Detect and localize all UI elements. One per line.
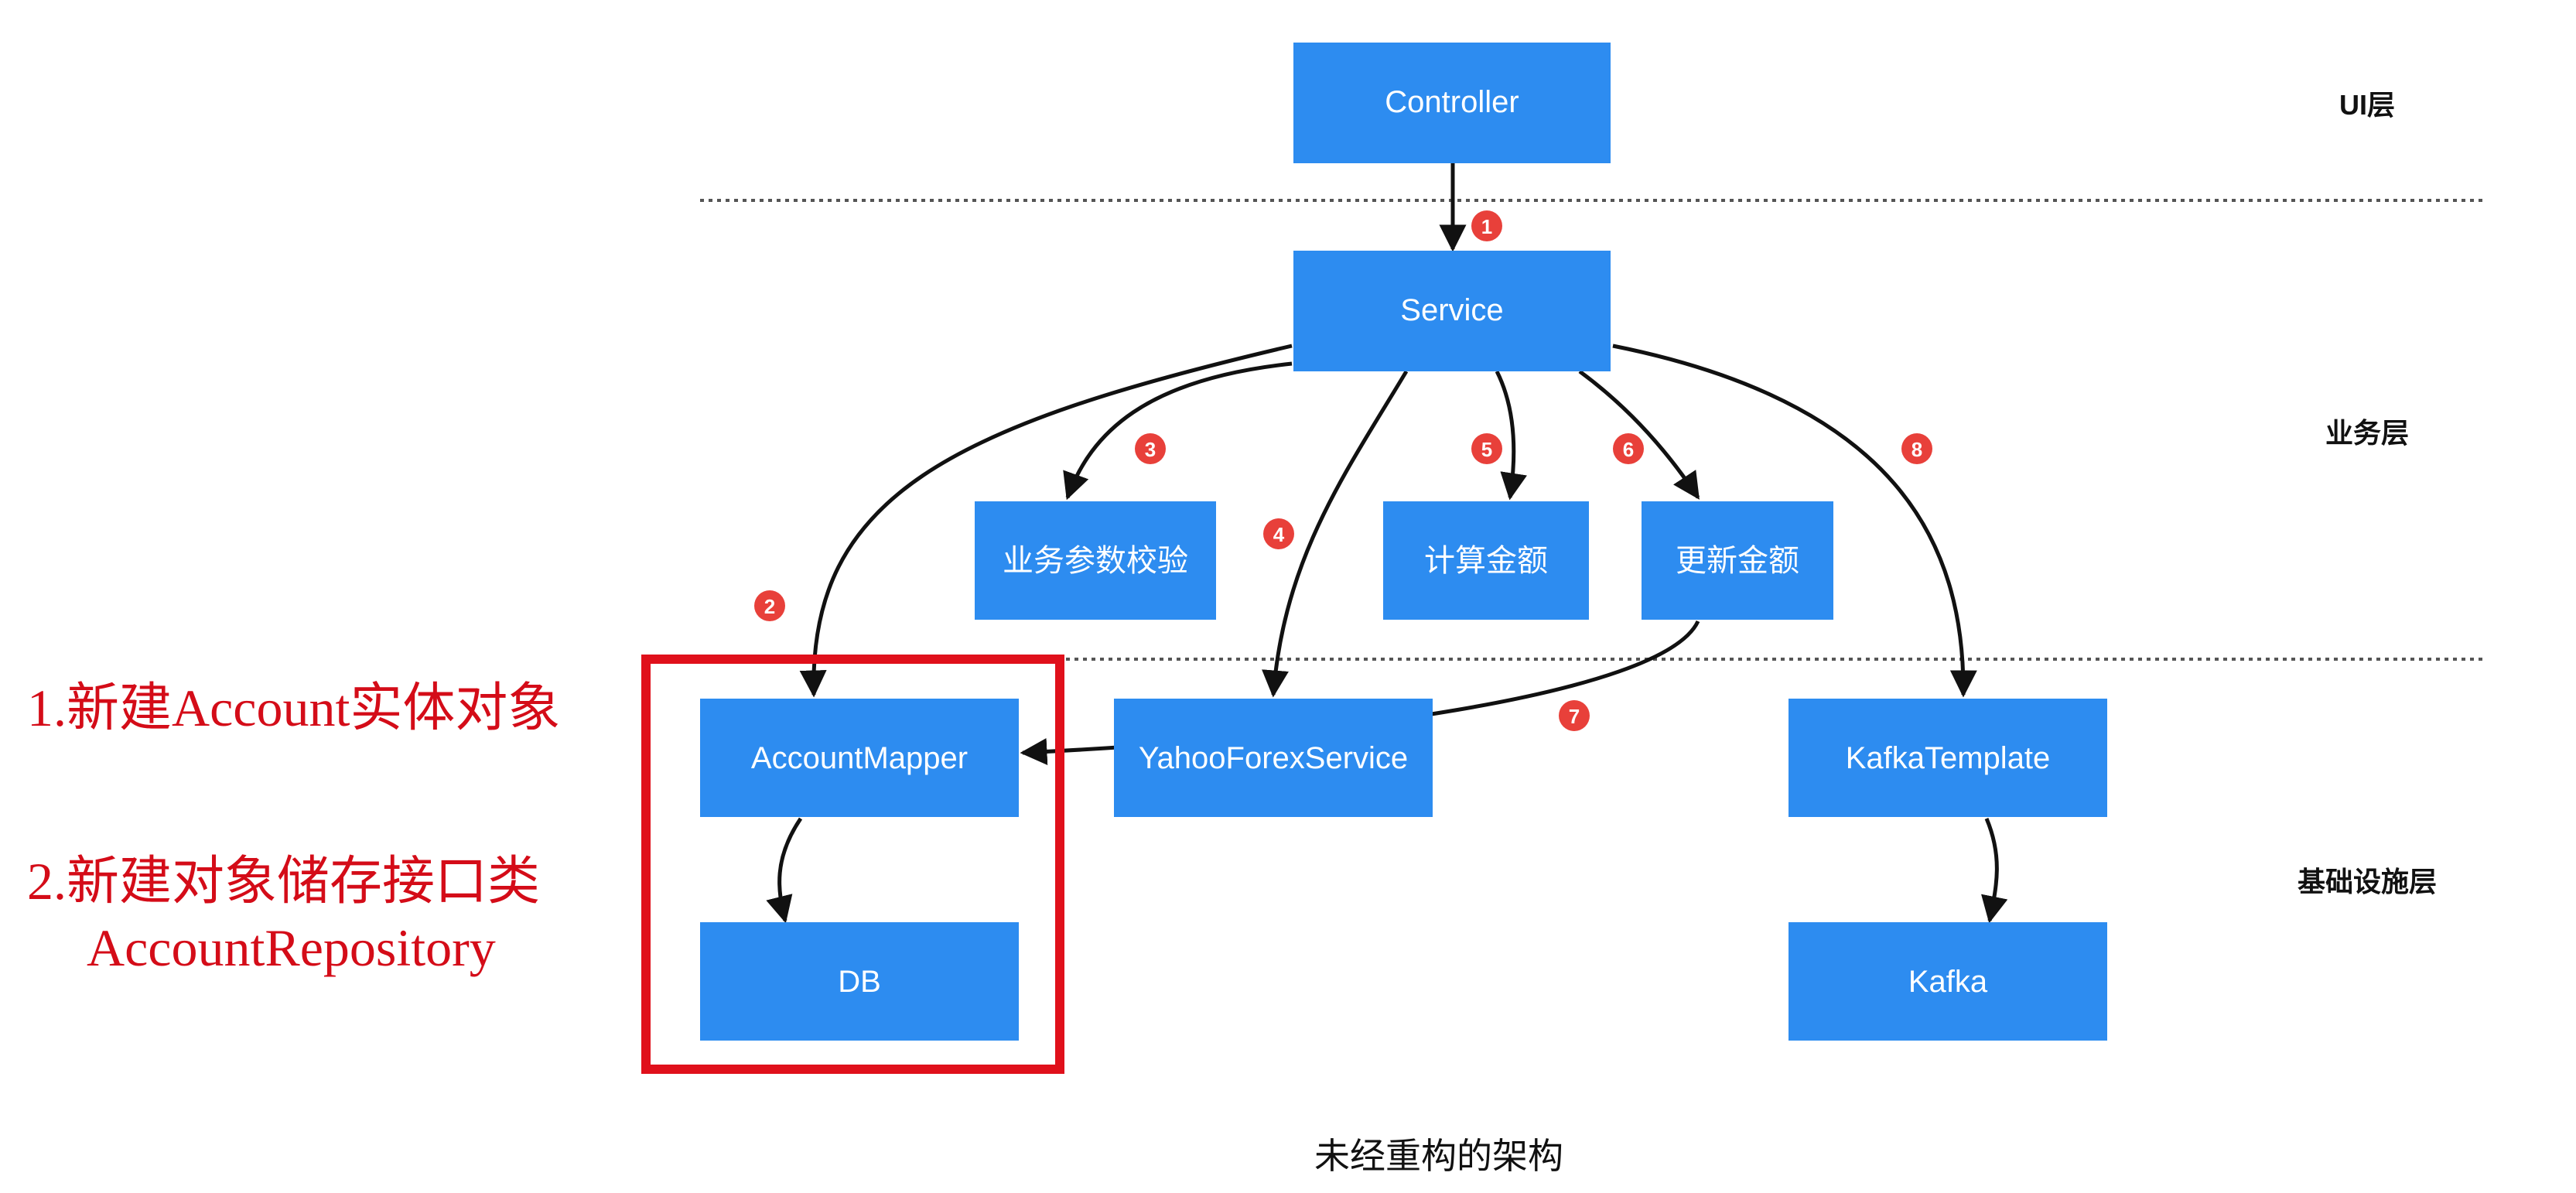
arrow-service-param-check xyxy=(1063,361,1293,501)
box-controller-label: Controller xyxy=(1385,85,1519,119)
step-badge-5-label: 5 xyxy=(1481,438,1492,461)
arrow-kafka-template-kafka xyxy=(1981,818,2008,924)
box-controller: Controller xyxy=(1293,43,1611,163)
arrow-service-account-mapper xyxy=(799,344,1293,698)
step-badge-2-label: 2 xyxy=(764,595,775,618)
diagram-caption: 未经重构的架构 xyxy=(1314,1137,1563,1176)
step-badge-6-label: 6 xyxy=(1623,438,1634,461)
step-badge-4: 4 xyxy=(1263,518,1294,549)
box-yahoo-forex: YahooForexService xyxy=(1114,699,1433,817)
arrow-service-update-amount xyxy=(1578,369,1700,500)
box-kafka-template-label: KafkaTemplate xyxy=(1846,741,2051,775)
layer-label-ui: UI层 xyxy=(2339,89,2395,121)
step-badge-7: 7 xyxy=(1559,700,1590,731)
step-badge-6: 6 xyxy=(1613,433,1644,464)
step-badge-4-label: 4 xyxy=(1273,523,1285,546)
arrow-account-mapper-db xyxy=(766,817,803,924)
box-kafka-template: KafkaTemplate xyxy=(1789,699,2107,817)
box-calc-amount-label: 计算金额 xyxy=(1424,544,1548,578)
box-account-mapper: AccountMapper xyxy=(700,699,1019,817)
box-param-check: 业务参数校验 xyxy=(975,501,1216,620)
layer-label-infrastructure: 基础设施层 xyxy=(2298,866,2437,897)
box-service-label: Service xyxy=(1400,293,1503,327)
arrow-service-calc-amount xyxy=(1495,370,1528,501)
box-update-amount: 更新金额 xyxy=(1642,501,1833,620)
annotation-new-repository-interface: 2.新建对象储存接口类 xyxy=(27,852,540,911)
highlight-frame xyxy=(641,655,1064,1074)
layer-label-business: 业务层 xyxy=(2325,417,2409,449)
step-badge-3: 3 xyxy=(1135,433,1166,464)
annotation-new-account-entity: 1.新建Account实体对象 xyxy=(27,679,560,737)
box-service: Service xyxy=(1293,251,1611,371)
box-param-check-label: 业务参数校验 xyxy=(1003,544,1188,578)
box-db-label: DB xyxy=(838,965,881,999)
box-db: DB xyxy=(700,922,1019,1041)
arrow-service-yahoo-forex xyxy=(1262,370,1409,698)
step-badge-5: 5 xyxy=(1471,433,1502,464)
arrow-service-kafka-template xyxy=(1612,344,1977,698)
step-badge-2: 2 xyxy=(754,590,785,621)
box-update-amount-label: 更新金额 xyxy=(1676,544,1799,578)
step-badge-8-label: 8 xyxy=(1912,438,1922,461)
step-badge-8: 8 xyxy=(1901,433,1932,464)
step-badge-1: 1 xyxy=(1471,210,1502,241)
arrows xyxy=(766,163,2008,924)
box-account-mapper-label: AccountMapper xyxy=(751,741,968,775)
step-badge-7-label: 7 xyxy=(1569,705,1580,728)
box-kafka-label: Kafka xyxy=(1908,965,1988,999)
box-calc-amount: 计算金额 xyxy=(1383,501,1589,620)
step-badge-3-label: 3 xyxy=(1145,438,1156,461)
box-yahoo-forex-label: YahooForexService xyxy=(1139,741,1408,775)
annotation-account-repository: AccountRepository xyxy=(87,918,496,977)
box-kafka: Kafka xyxy=(1789,922,2107,1041)
step-badge-1-label: 1 xyxy=(1481,215,1492,238)
